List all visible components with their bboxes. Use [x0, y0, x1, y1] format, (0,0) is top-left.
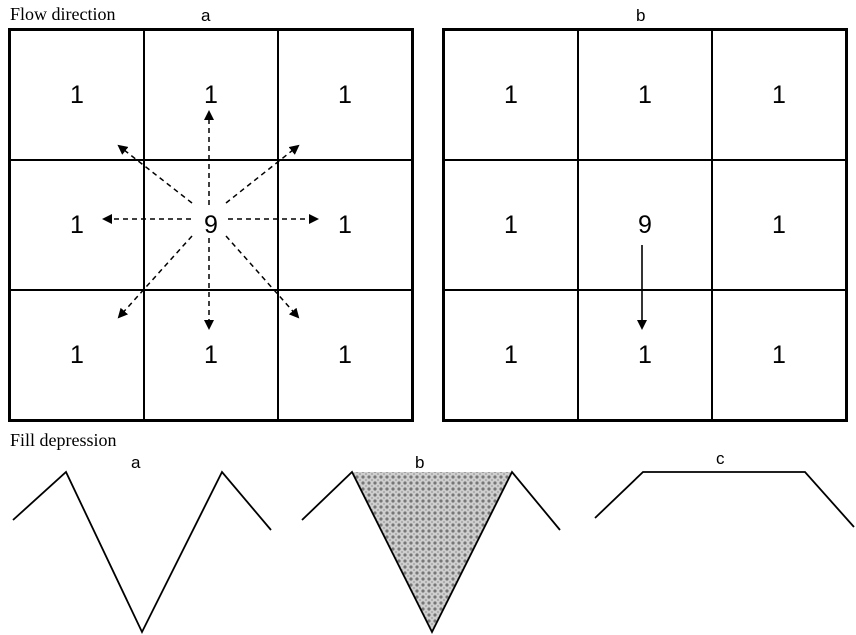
grid-a-cell: 1	[278, 30, 412, 160]
grid-b-cell: 1	[444, 290, 578, 420]
grid-a-cell: 1	[144, 290, 278, 420]
grid-a-cell: 1	[10, 30, 144, 160]
profile-b-fill	[352, 472, 512, 632]
grid-b-cell: 1	[578, 290, 712, 420]
grid-b-cell: 1	[712, 160, 846, 290]
arrow-up-right	[225, 144, 300, 204]
profile-c-terrain	[594, 471, 855, 528]
grid-b-center-cell: 9	[578, 160, 712, 290]
panel-b-label: b	[636, 6, 646, 25]
flow-grid-a: 1 1 1 1 9 1 1 1 1	[8, 28, 414, 422]
grid-a-cell: 1	[278, 290, 412, 420]
profile-a-terrain	[12, 470, 272, 635]
arrow-down-right	[225, 235, 300, 319]
arrow-up-left	[117, 144, 193, 204]
grid-b-cell: 1	[712, 290, 846, 420]
profile-a-label: a	[131, 453, 141, 472]
profile-b-label: b	[415, 453, 425, 472]
fill-depression-title: Fill depression	[10, 430, 117, 450]
grid-a-cell: 1	[10, 290, 144, 420]
grid-a-center-cell: 9	[144, 160, 278, 290]
grid-b-cell: 1	[578, 30, 712, 160]
grid-b-cell: 1	[444, 30, 578, 160]
grid-b-cell: 1	[712, 30, 846, 160]
arrow-down-left	[117, 235, 193, 319]
flow-direction-title: Flow direction	[10, 4, 116, 24]
panel-a-label: a	[201, 6, 211, 25]
grid-a-cell: 1	[144, 30, 278, 160]
grid-a-cell: 1	[278, 160, 412, 290]
profile-c-label: c	[716, 449, 725, 468]
grid-a-cell: 1	[10, 160, 144, 290]
flow-grid-b: 1 1 1 1 9 1 1 1 1	[442, 28, 848, 422]
profile-b-terrain	[301, 470, 561, 635]
grid-b-cell: 1	[444, 160, 578, 290]
